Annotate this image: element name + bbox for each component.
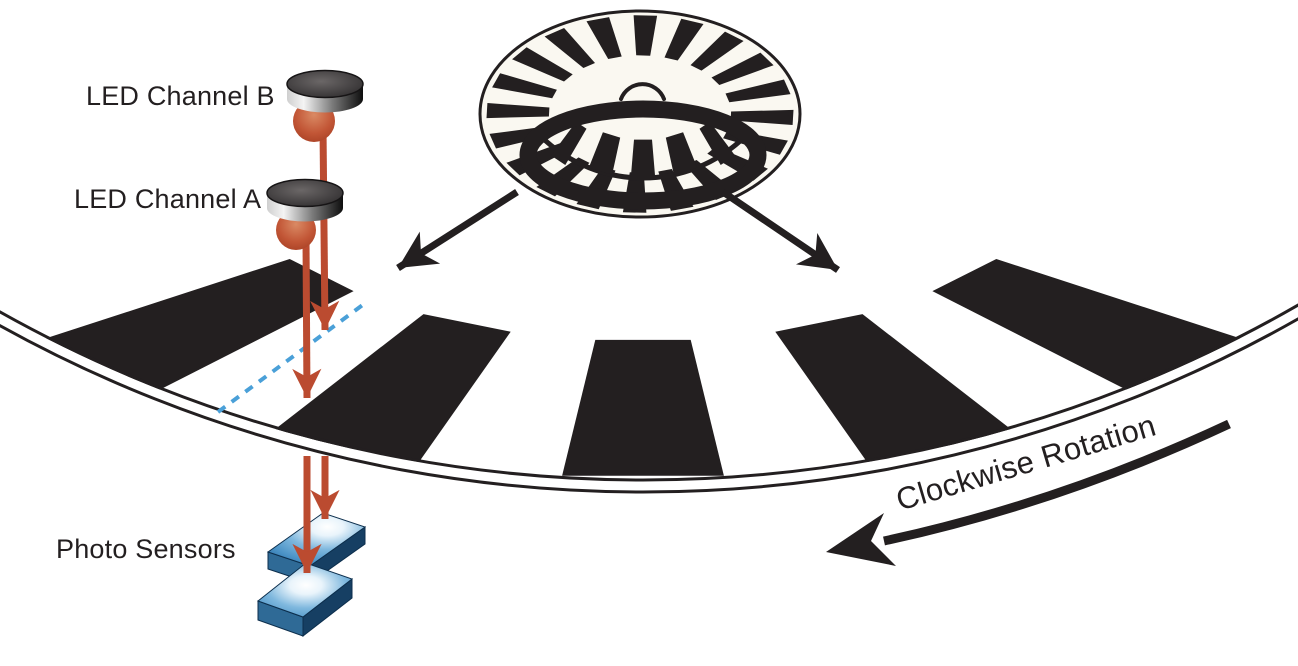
magnified-stripe-end — [699, 121, 735, 165]
disk-stripe — [486, 103, 550, 119]
led-b-top — [286, 69, 364, 99]
led-emitter-a-icon — [266, 178, 344, 250]
photo-sensor-a-icon — [256, 562, 354, 638]
track-segment — [775, 314, 1015, 463]
magnified-stripe — [588, 132, 621, 175]
track-opaque-segments — [44, 259, 1242, 476]
led-a-top — [266, 178, 344, 208]
led-beams — [292, 127, 340, 573]
beam-a-upper-arrow — [292, 239, 322, 399]
code-track — [0, 0, 1298, 494]
track-segment — [44, 259, 354, 394]
magnified-slot-pattern — [551, 121, 735, 178]
rotation-arrow-head — [826, 513, 896, 566]
photo-sensors-label: Photo Sensors — [56, 534, 236, 564]
track-segment — [562, 339, 724, 476]
magnified-stripe — [630, 139, 656, 178]
magnified-stripe — [665, 132, 698, 175]
magnified-rim-arc — [536, 117, 750, 181]
encoder-disk-icon — [478, 9, 802, 219]
disk-stripe — [492, 73, 557, 99]
track-band-core — [0, 0, 1298, 486]
magnified-stripe-end — [551, 121, 587, 165]
rotation-direction-arrow-icon — [826, 419, 1231, 566]
disk-stripe — [690, 31, 744, 71]
disk-stripe — [506, 143, 569, 176]
disk-stripe — [544, 28, 595, 68]
projection-arrows — [396, 189, 840, 273]
disk-hub-arc — [619, 82, 666, 101]
slot-guide-dashed-line — [216, 299, 370, 414]
disk-stripe — [711, 52, 774, 85]
projection-arrow-left-icon — [396, 189, 519, 271]
disk-stripe — [512, 47, 573, 82]
disk-stripe — [725, 79, 791, 103]
beam-b-upper-arrow — [310, 127, 340, 331]
track-segment — [271, 314, 511, 463]
disk-slot-pattern — [486, 15, 794, 213]
sensor-a-top-face — [256, 562, 354, 618]
rotation-arrow-curve — [883, 419, 1231, 546]
track-inner-edge-line — [0, 303, 1298, 482]
disk-stripe — [633, 15, 658, 56]
led-channel-b-label: LED Channel B — [86, 81, 275, 111]
led-emitter-b-icon — [286, 69, 364, 142]
disk-stripe — [664, 18, 704, 61]
magnifier-ring-outline — [519, 100, 767, 210]
track-segment — [932, 259, 1242, 394]
projection-arrow-right-icon — [721, 189, 840, 273]
photo-sensors-group — [256, 512, 367, 638]
track-inner-edge-line2 — [0, 317, 1298, 494]
magnifier-ring-icon — [519, 100, 767, 210]
disk-stripe — [586, 17, 622, 60]
disk-stripe — [730, 109, 794, 125]
led-channel-a-label: LED Channel A — [74, 184, 262, 214]
